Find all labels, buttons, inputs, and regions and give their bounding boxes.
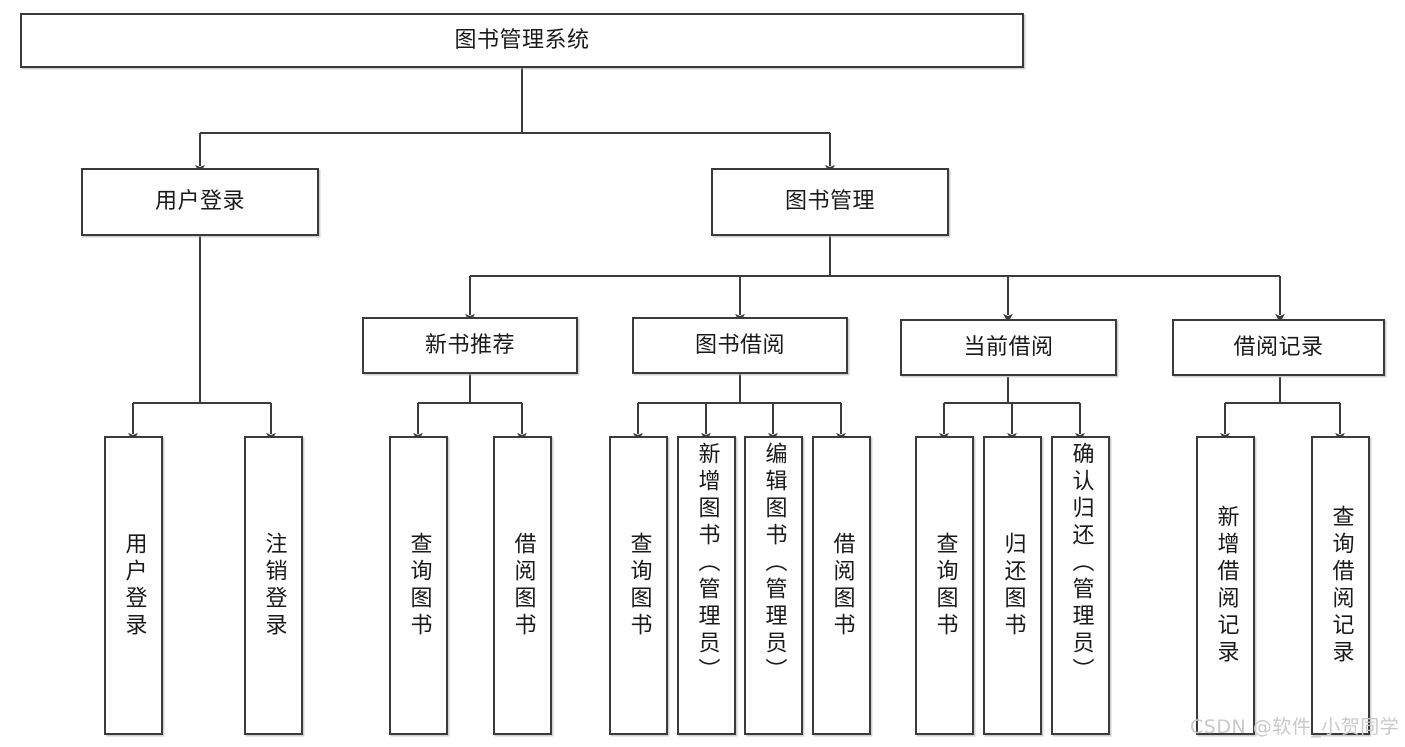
node-leaf-query-book-current-label: 查询图书 bbox=[932, 531, 958, 640]
node-leaf-add-book-admin-label: 新增图书（管理员） bbox=[694, 442, 720, 685]
node-book-borrowing[interactable]: 图书借阅 bbox=[632, 317, 848, 374]
node-book-management[interactable]: 图书管理 bbox=[711, 168, 949, 236]
node-leaf-borrow-book-borrow[interactable]: 借阅图书 bbox=[812, 436, 871, 735]
node-leaf-query-book-borrow-label: 查询图书 bbox=[626, 531, 652, 640]
node-leaf-logout-label: 注销登录 bbox=[261, 531, 287, 640]
node-new-book-recommendation[interactable]: 新书推荐 bbox=[362, 317, 578, 374]
node-leaf-borrow-book-recommend[interactable]: 借阅图书 bbox=[493, 436, 552, 735]
node-leaf-add-borrow-record-label: 新增借阅记录 bbox=[1213, 504, 1239, 667]
node-leaf-user-login-label: 用户登录 bbox=[121, 531, 147, 640]
node-leaf-add-borrow-record[interactable]: 新增借阅记录 bbox=[1196, 436, 1255, 735]
node-leaf-edit-book-admin[interactable]: 编辑图书（管理员） bbox=[744, 436, 803, 735]
node-leaf-query-borrow-record[interactable]: 查询借阅记录 bbox=[1311, 436, 1370, 735]
node-leaf-logout[interactable]: 注销登录 bbox=[244, 436, 303, 735]
node-leaf-borrow-book-recommend-label: 借阅图书 bbox=[510, 531, 536, 640]
node-leaf-return-book[interactable]: 归还图书 bbox=[983, 436, 1042, 735]
node-leaf-query-book-borrow[interactable]: 查询图书 bbox=[609, 436, 668, 735]
node-borrowing-record[interactable]: 借阅记录 bbox=[1172, 319, 1385, 376]
node-leaf-return-book-label: 归还图书 bbox=[1000, 531, 1026, 640]
node-leaf-add-book-admin[interactable]: 新增图书（管理员） bbox=[677, 436, 736, 735]
csdn-watermark: CSDN @软件_小贺同学 bbox=[1190, 716, 1400, 738]
node-leaf-borrow-book-borrow-label: 借阅图书 bbox=[829, 531, 855, 640]
node-leaf-query-book-recommend-label: 查询图书 bbox=[406, 531, 432, 640]
node-leaf-edit-book-admin-label: 编辑图书（管理员） bbox=[761, 442, 787, 685]
node-leaf-query-book-current[interactable]: 查询图书 bbox=[915, 436, 974, 735]
node-leaf-confirm-return-admin-label: 确认归还（管理员） bbox=[1068, 442, 1094, 685]
node-root-library-management-system[interactable]: 图书管理系统 bbox=[20, 13, 1024, 68]
node-leaf-user-login[interactable]: 用户登录 bbox=[104, 436, 163, 735]
node-leaf-confirm-return-admin[interactable]: 确认归还（管理员） bbox=[1051, 436, 1110, 735]
node-leaf-query-borrow-record-label: 查询借阅记录 bbox=[1328, 504, 1354, 667]
node-current-borrowing[interactable]: 当前借阅 bbox=[900, 319, 1117, 376]
node-leaf-query-book-recommend[interactable]: 查询图书 bbox=[389, 436, 448, 735]
node-user-login[interactable]: 用户登录 bbox=[81, 168, 319, 236]
